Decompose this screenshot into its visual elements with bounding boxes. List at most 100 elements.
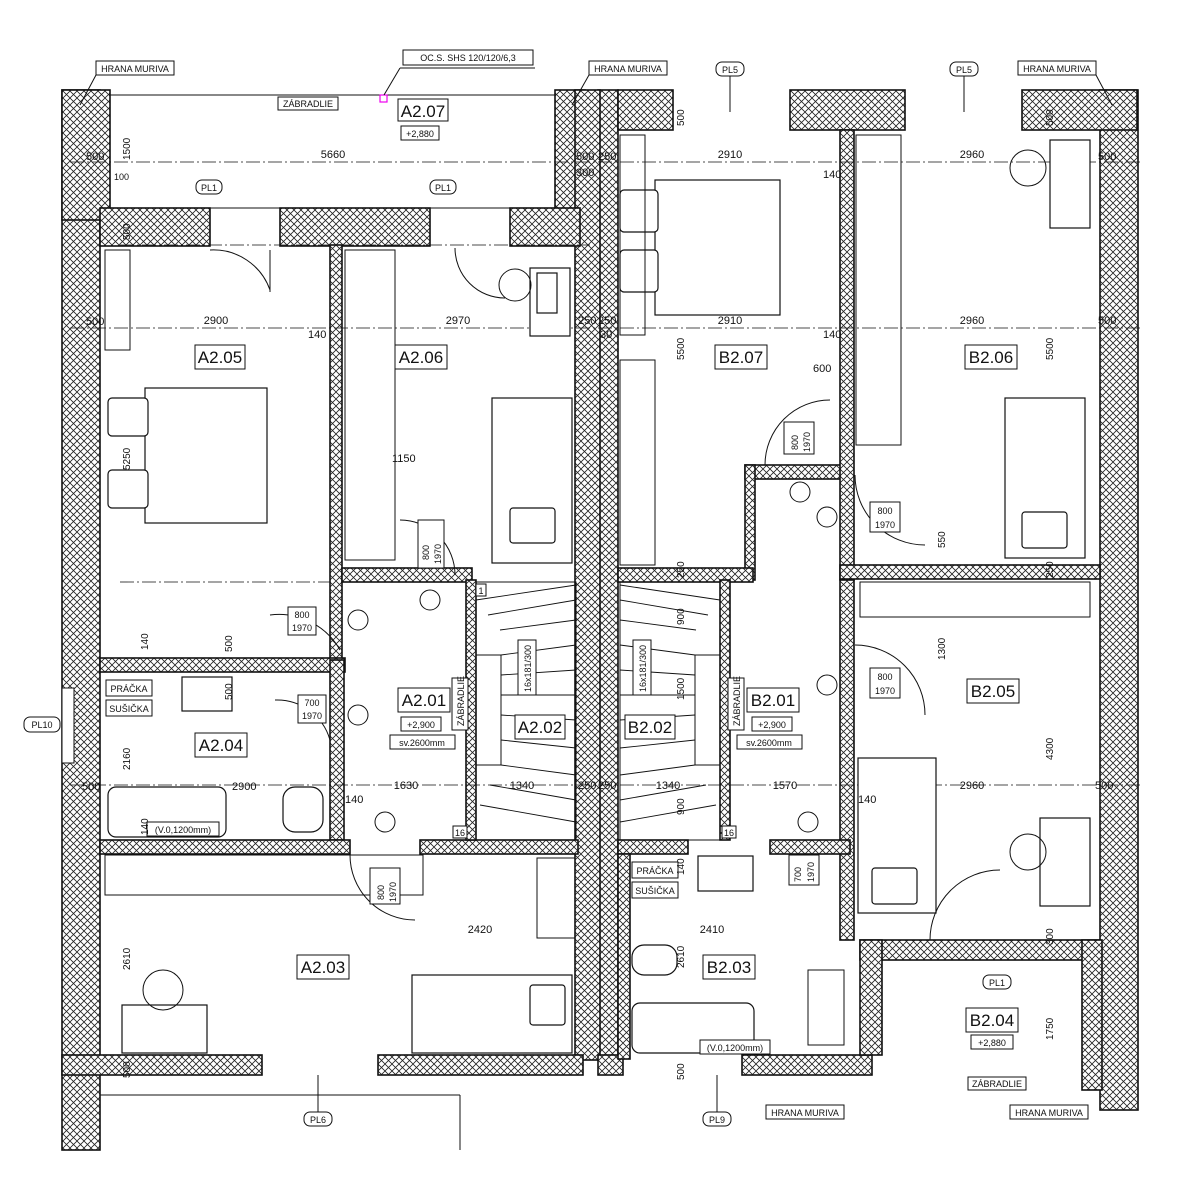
room-label-a206: A2.06 xyxy=(399,348,443,367)
door-width: 700 xyxy=(793,867,803,882)
door-height: 1970 xyxy=(806,862,816,882)
door-swing xyxy=(854,644,926,716)
wall-edge-tag: HRANA MURIVA xyxy=(771,1108,839,1118)
dim-text: 1300 xyxy=(937,637,948,660)
level-a201: +2,900 xyxy=(407,720,435,730)
dim-text: 500 xyxy=(1095,780,1113,792)
dim-text: 2960 xyxy=(960,149,984,161)
dim-text: 140 xyxy=(345,794,363,806)
wall-edge-tag: HRANA MURIVA xyxy=(594,64,662,74)
dim-text: 250 xyxy=(1045,561,1056,578)
dim-text: 250 xyxy=(578,315,596,327)
pl10-tag: PL10 xyxy=(31,720,52,730)
door-width: 800 xyxy=(376,885,386,900)
dim-text: 2960 xyxy=(960,780,984,792)
door-swing xyxy=(349,854,416,921)
room-a203: A2.03 800 1970 xyxy=(104,854,576,1054)
dim-text: 2610 xyxy=(122,947,133,970)
door-height: 1970 xyxy=(388,882,398,902)
dimensions: 5660 500 100 500 250 300 2910 140 2960 5… xyxy=(82,149,1116,936)
stairs-a202: 16x181/300 A2.02 1 16 xyxy=(452,581,577,841)
sill-label: (V.0,1200mm) xyxy=(707,1043,763,1053)
railing-tag xyxy=(277,96,339,111)
room-label-b207: B2.07 xyxy=(719,348,763,367)
dim-text: 900 xyxy=(676,798,687,815)
door-swing xyxy=(929,869,1001,941)
dim-text: 500 xyxy=(1045,109,1056,126)
dim-text: 2410 xyxy=(700,924,724,936)
wall-edge-tag: HRANA MURIVA xyxy=(101,64,169,74)
wall-edge-tag: HRANA MURIVA xyxy=(1023,64,1091,74)
dim-text: 140 xyxy=(858,794,876,806)
washer-label: PRÁČKA xyxy=(636,866,673,876)
room-b201: B2.01 +2,900 sv.2600mm ZÁBRADLIE 800 197… xyxy=(727,481,926,833)
chair xyxy=(142,969,184,1011)
dim-text: 5660 xyxy=(321,149,345,161)
dim-text: 2910 xyxy=(718,315,742,327)
dim-text: 140 xyxy=(823,329,841,341)
room-label-a201: A2.01 xyxy=(402,691,446,710)
shower xyxy=(807,969,845,1046)
room-b206: B2.06 800 1970 xyxy=(854,134,1091,559)
dim-text: 250 xyxy=(598,780,616,792)
height-b201: sv.2600mm xyxy=(746,738,792,748)
room-label-a207: A2.07 xyxy=(401,102,445,121)
room-label-b201: B2.01 xyxy=(751,691,795,710)
toilet xyxy=(631,944,678,976)
dim-text: 140 xyxy=(140,818,151,835)
pillow xyxy=(107,469,149,509)
wall-edge-tags-top: HRANA MURIVA HRANA MURIVA HRANA MURIVA xyxy=(79,60,1113,106)
dim-text: 500 xyxy=(676,109,687,126)
door-width: 800 xyxy=(877,506,892,516)
dim-text: 30 xyxy=(600,329,612,341)
dim-text: 1150 xyxy=(392,453,416,465)
dim-text: 1500 xyxy=(676,677,687,700)
pillow xyxy=(509,507,556,544)
dim-text: 500 xyxy=(576,151,594,163)
sink xyxy=(181,676,233,712)
door-height: 1970 xyxy=(292,623,312,633)
pillow xyxy=(107,397,149,437)
dim-text: 1340 xyxy=(510,780,534,792)
pl1-tag: PL1 xyxy=(435,183,451,193)
door-swing xyxy=(209,249,271,291)
chair xyxy=(1009,833,1047,871)
lower-left-terrace xyxy=(99,1094,461,1150)
dim-text: 500 xyxy=(122,223,133,240)
stair-spec: 16x181/300 xyxy=(638,645,648,692)
dim-text: 1630 xyxy=(394,780,418,792)
room-label-a205: A2.05 xyxy=(198,348,242,367)
dim-text: 1570 xyxy=(773,780,797,792)
dim-text: 2900 xyxy=(204,315,228,327)
dim-text: 500 xyxy=(224,635,235,652)
room-label-b202: B2.02 xyxy=(628,718,672,737)
room-b203: B2.03 PRÁČKA SUŠIČKA (V.0,1200mm) 700 19… xyxy=(631,854,845,1055)
wall-edge-tag: HRANA MURIVA xyxy=(1015,1108,1083,1118)
door-width: 800 xyxy=(421,545,431,560)
dim-text: 140 xyxy=(676,858,687,875)
room-label-a204: A2.04 xyxy=(199,736,243,755)
door-height: 1970 xyxy=(433,544,443,564)
room-label-b203: B2.03 xyxy=(707,958,751,977)
level-b201: +2,900 xyxy=(758,720,786,730)
dim-text: 500 xyxy=(676,1063,687,1080)
sill-label: (V.0,1200mm) xyxy=(155,825,211,835)
room-a201: A2.01 +2,900 sv.2600mm ZÁBRADLIE 800 197… xyxy=(269,589,469,833)
bed-double xyxy=(144,387,268,524)
dim-text: 300 xyxy=(1045,928,1056,945)
dryer-label: SUŠIČKA xyxy=(109,704,149,714)
height-a201: sv.2600mm xyxy=(399,738,445,748)
dim-text: 550 xyxy=(937,531,948,548)
exterior-walls xyxy=(61,89,1139,1151)
door-height: 1970 xyxy=(875,520,895,530)
door-width: 800 xyxy=(790,435,800,450)
dim-text: 2420 xyxy=(468,924,492,936)
bed-double xyxy=(654,179,781,316)
door-swing xyxy=(454,247,506,299)
desk xyxy=(1039,817,1091,907)
dim-text: 2960 xyxy=(960,315,984,327)
room-b207: B2.07 800 1970 xyxy=(619,134,831,566)
door-height: 1970 xyxy=(302,711,322,721)
room-label-b204: B2.04 xyxy=(970,1011,1014,1030)
